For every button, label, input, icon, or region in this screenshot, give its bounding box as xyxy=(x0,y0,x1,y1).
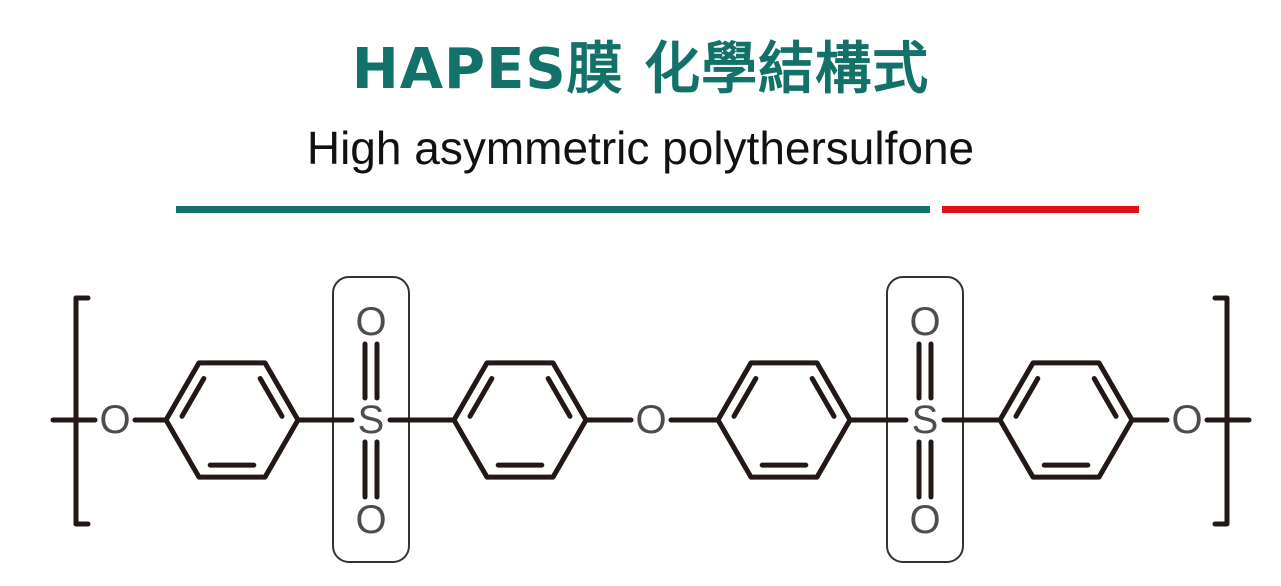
accent-bar-teal xyxy=(176,206,930,213)
right-bracket xyxy=(1212,295,1230,527)
benzene-ring-4-double-bond-2 xyxy=(1091,376,1119,419)
ether-oxygen-center: O xyxy=(635,398,666,442)
benzene-ring-1-double-bond-1 xyxy=(179,376,207,419)
ether-oxygen-right: O xyxy=(1171,398,1202,442)
benzene-ring-1 xyxy=(163,360,301,480)
sulfonyl-oxygen-bottom-2: O xyxy=(909,498,940,542)
benzene-ring-2 xyxy=(451,360,589,480)
page-subtitle: High asymmetric polythersulfone xyxy=(306,122,975,174)
benzene-ring-3-double-bond-2 xyxy=(809,376,837,419)
sulfonyl-oxygen-bottom-1: O xyxy=(355,498,386,542)
sulfur-atom-2: S xyxy=(912,398,939,442)
page-title: HAPES膜 化學結構式 xyxy=(351,37,930,102)
benzene-ring-2-double-bond-2 xyxy=(545,376,573,419)
benzene-ring-3 xyxy=(715,360,853,480)
left-bracket xyxy=(73,295,91,527)
benzene-ring-3-double-bond-1 xyxy=(731,376,759,419)
sulfur-atom-1: S xyxy=(358,398,385,442)
sulfonyl-oxygen-top-2: O xyxy=(909,300,940,344)
ether-oxygen-left: O xyxy=(99,398,130,442)
sulfonyl-oxygen-top-1: O xyxy=(355,300,386,344)
accent-bar-red xyxy=(942,206,1139,213)
benzene-ring-4-double-bond-1 xyxy=(1013,376,1041,419)
benzene-ring-1-double-bond-2 xyxy=(257,376,285,419)
benzene-ring-4 xyxy=(997,360,1135,480)
benzene-ring-2-double-bond-1 xyxy=(467,376,495,419)
